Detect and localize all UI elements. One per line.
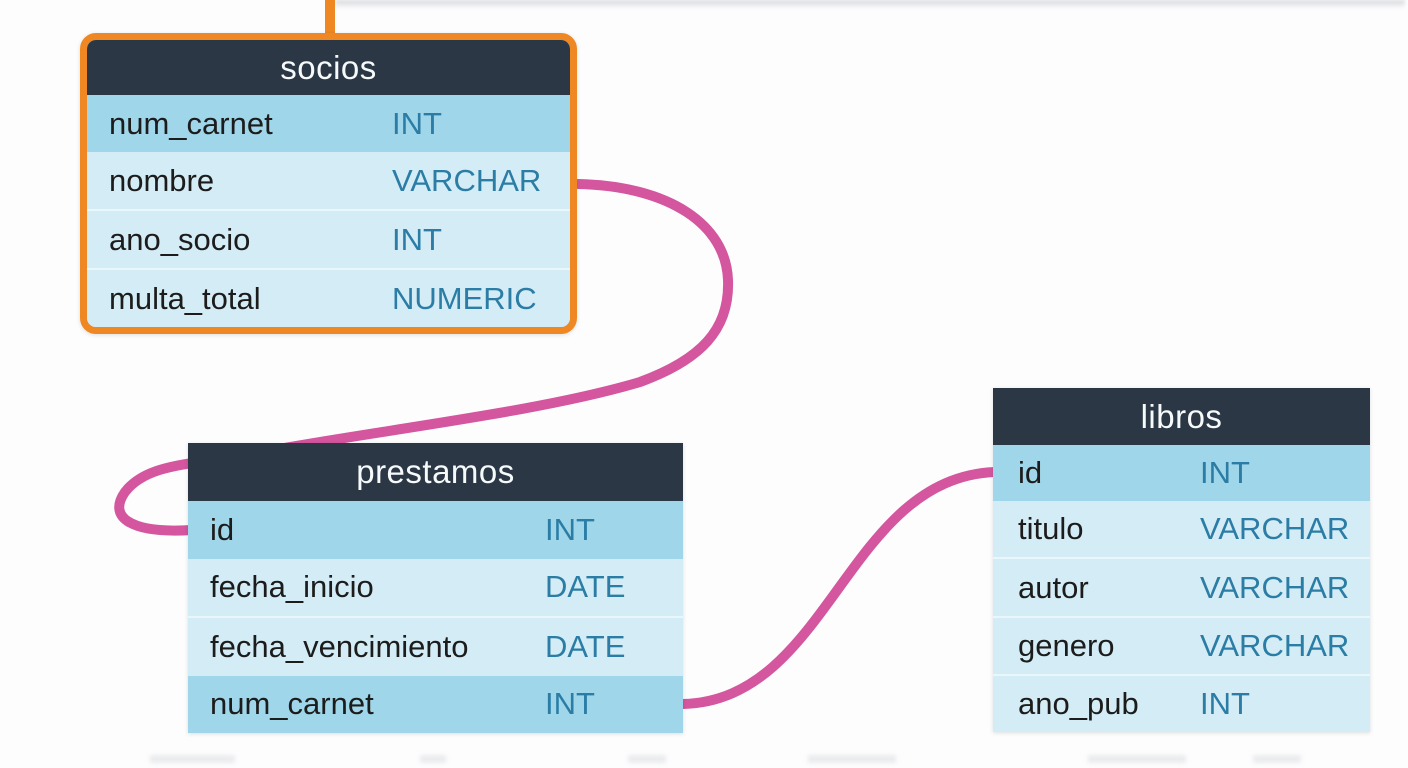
column-row-genero[interactable]: genero VARCHAR: [993, 615, 1370, 674]
column-type: INT: [1200, 455, 1250, 491]
table-title: socios: [280, 48, 377, 86]
column-type: NUMERIC: [392, 280, 537, 316]
column-name: id: [1018, 455, 1043, 491]
column-row-ano-pub[interactable]: ano_pub INT: [993, 673, 1370, 733]
column-row-titulo[interactable]: titulo VARCHAR: [993, 501, 1370, 558]
table-prestamos-header[interactable]: prestamos: [188, 443, 683, 501]
column-name: num_carnet: [210, 686, 374, 722]
column-name: fecha_inicio: [210, 569, 374, 605]
column-row-fecha-inicio[interactable]: fecha_inicio DATE: [188, 558, 683, 616]
column-name: ano_pub: [1018, 685, 1139, 721]
table-socios-header[interactable]: socios: [87, 40, 570, 95]
table-libros-header[interactable]: libros: [993, 388, 1370, 445]
table-socios[interactable]: socios num_carnet INT nombre VARCHAR ano…: [80, 33, 577, 334]
column-name: autor: [1018, 569, 1089, 605]
column-row-id[interactable]: id INT: [993, 445, 1370, 502]
column-row-fecha-vencimiento[interactable]: fecha_vencimiento DATE: [188, 616, 683, 676]
relationship-socios-prestamos[interactable]: [114, 179, 734, 536]
column-row-num-carnet[interactable]: num_carnet INT: [188, 675, 683, 733]
column-row-multa-total[interactable]: multa_total NUMERIC: [87, 268, 570, 327]
column-row-nombre[interactable]: nombre VARCHAR: [87, 152, 570, 209]
highlight-connector-line: [325, 0, 335, 46]
column-type: VARCHAR: [1200, 511, 1350, 547]
column-name: ano_socio: [109, 221, 251, 257]
column-name: genero: [1018, 627, 1115, 663]
column-name: num_carnet: [109, 105, 273, 141]
column-type: VARCHAR: [1200, 627, 1350, 663]
column-row-autor[interactable]: autor VARCHAR: [993, 557, 1370, 616]
table-prestamos[interactable]: prestamos id INT fecha_inicio DATE fecha…: [188, 443, 683, 733]
column-type: INT: [545, 686, 595, 722]
column-row-id[interactable]: id INT: [188, 501, 683, 559]
relationship-prestamos-libros[interactable]: [678, 467, 1000, 709]
column-name: nombre: [109, 162, 215, 198]
column-type: VARCHAR: [1200, 569, 1350, 605]
column-type: DATE: [545, 628, 626, 664]
column-name: id: [210, 511, 235, 547]
column-type: DATE: [545, 569, 626, 605]
column-name: multa_total: [109, 280, 261, 316]
table-title: libros: [1140, 397, 1223, 435]
table-libros[interactable]: libros id INT titulo VARCHAR autor VARCH…: [993, 388, 1370, 733]
column-name: titulo: [1018, 511, 1084, 547]
column-type: INT: [392, 221, 442, 257]
table-title: prestamos: [356, 453, 515, 490]
column-name: fecha_vencimiento: [210, 628, 469, 664]
column-row-num-carnet[interactable]: num_carnet INT: [87, 95, 570, 152]
column-type: INT: [392, 105, 442, 141]
column-type: INT: [545, 511, 595, 547]
column-row-ano-socio[interactable]: ano_socio INT: [87, 209, 570, 268]
column-type: INT: [1200, 685, 1250, 721]
column-type: VARCHAR: [392, 162, 542, 198]
